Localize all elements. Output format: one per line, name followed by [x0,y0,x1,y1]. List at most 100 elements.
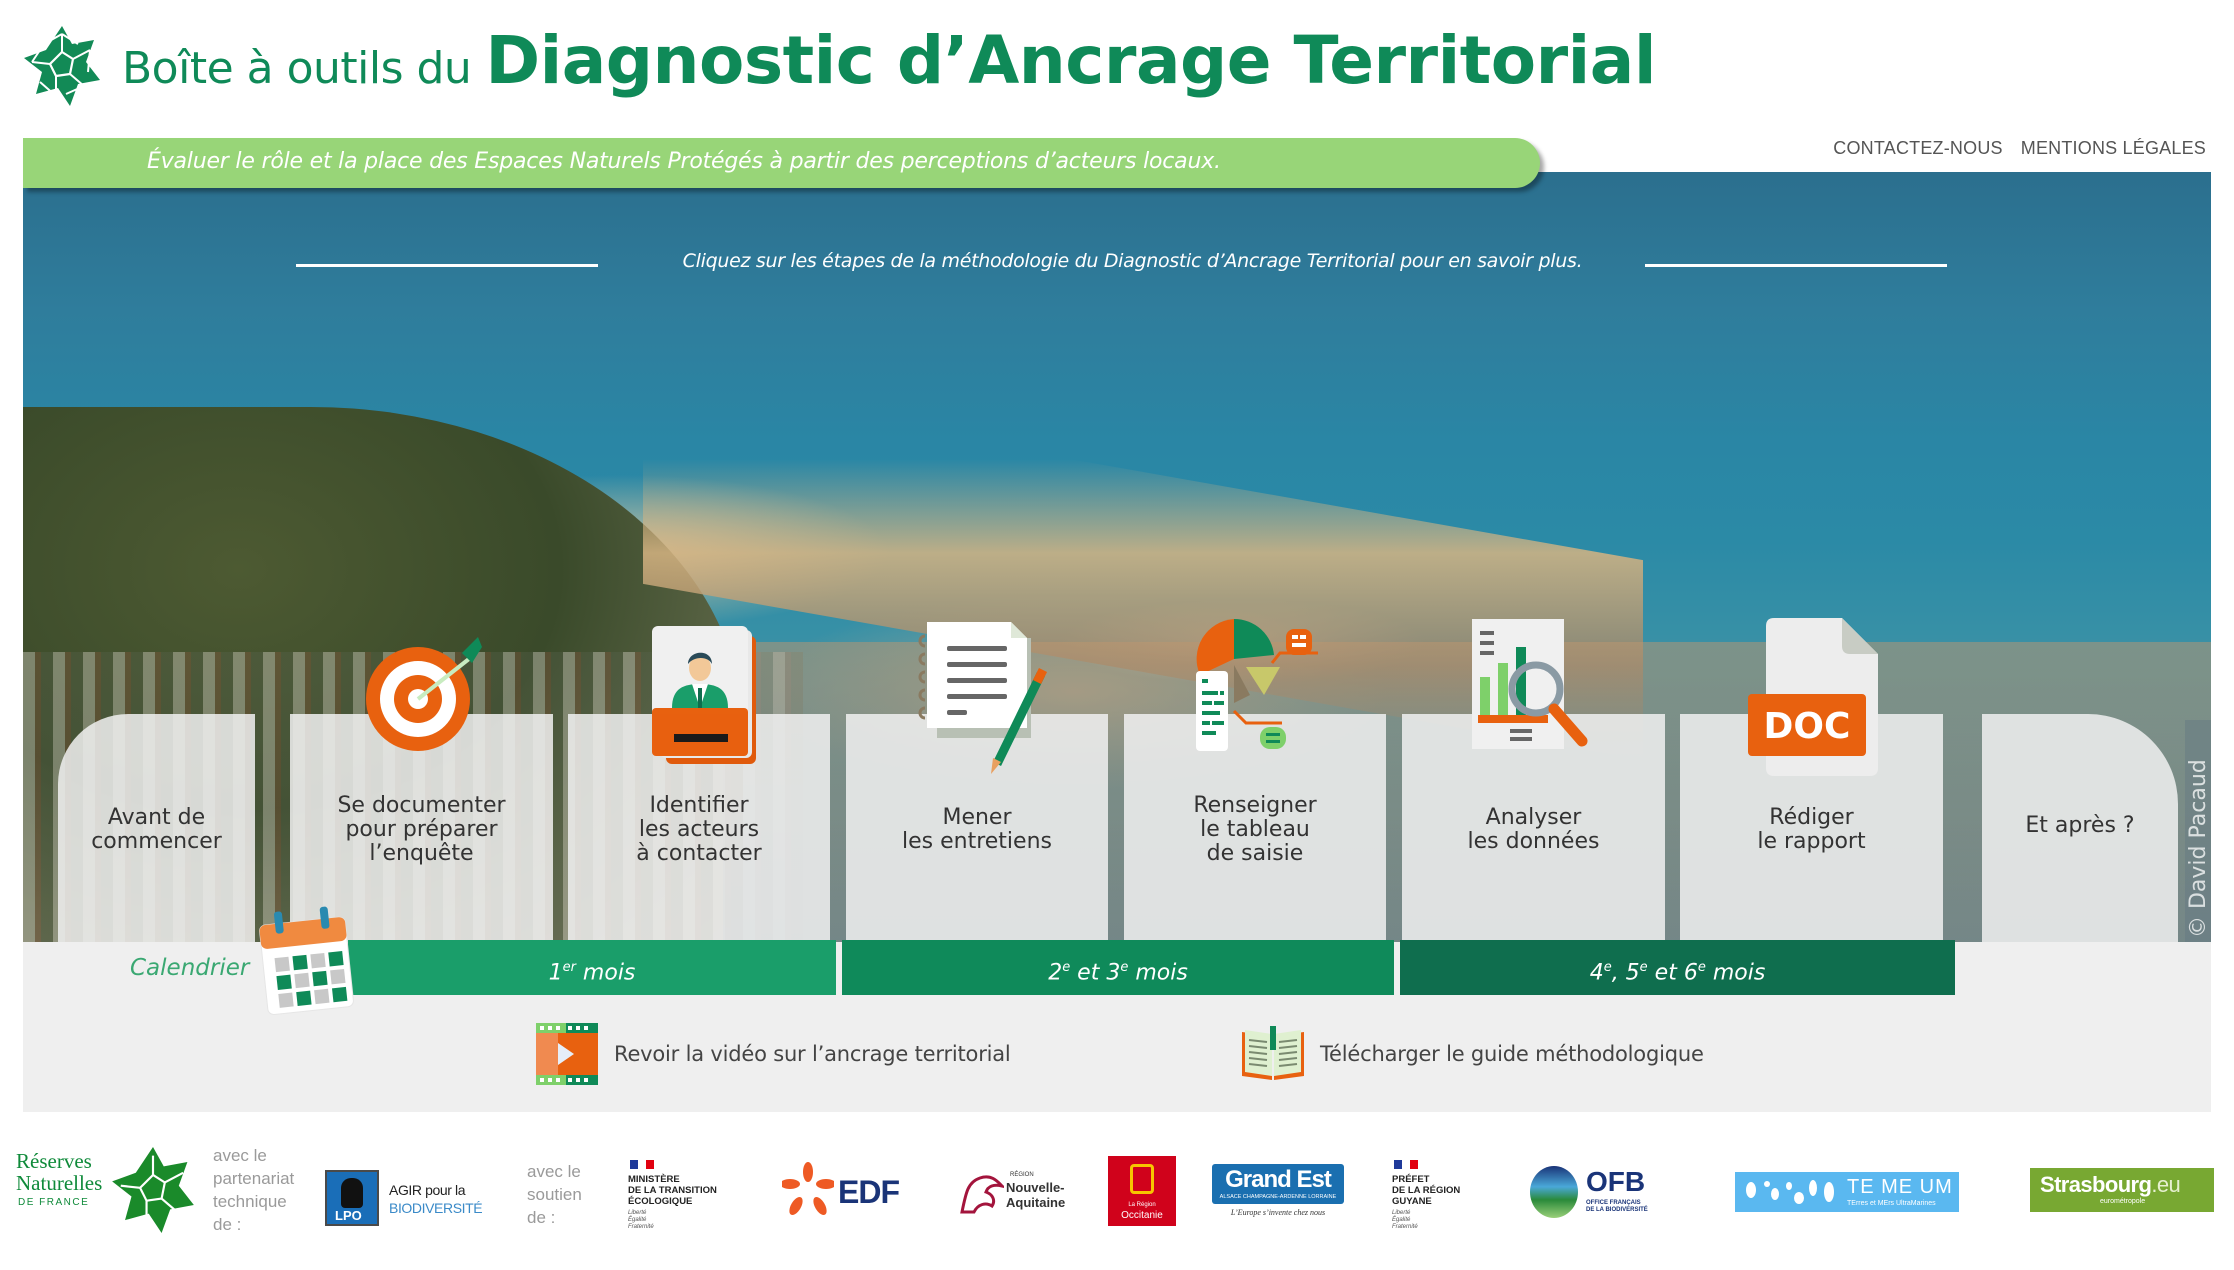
prefet-guyane-logo[interactable]: PRÉFET DE LA RÉGION GUYANE Liberté Égali… [1392,1160,1492,1240]
seg-sup: e [1697,960,1706,975]
na-name: Nouvelle- Aquitaine [1006,1180,1066,1210]
rnf-line3: DE FRANCE [18,1197,90,1208]
support-caption: avec le soutien de : [527,1162,582,1227]
seg-text: mois [1128,960,1188,986]
seg-sup: e [1062,960,1071,975]
step-label: Mener les entretiens [902,805,1052,854]
legal-notice-link[interactable]: MENTIONS LÉGALES [2020,138,2206,158]
seg-text: mois [1705,960,1766,986]
step-card-et-apres[interactable]: Et après ? [1982,714,2178,942]
step-label: Et après ? [2025,813,2135,838]
doc-file-icon[interactable]: DOC [1746,618,1888,778]
rnf-star-icon [112,1147,194,1233]
open-book-icon [1242,1026,1304,1080]
video-film-icon [536,1023,598,1085]
ofb-logo[interactable]: OFB OFFICE FRANÇAIS DE LA BIODIVERSITÉ [1530,1166,1670,1222]
seg-sup: e [1603,960,1612,975]
tagline-text: Évaluer le rôle et la place des Espaces … [147,149,1221,174]
partners-footer: Réserves Naturelles DE FRANCE avec le pa… [0,1112,2234,1270]
rnf-star-logo-icon[interactable] [22,24,102,108]
grand-est-sub: ALSACE CHAMPAGNE-ARDENNE LORRAINE [1219,1194,1337,1200]
watch-video-label: Revoir la vidéo sur l’ancrage territoria… [614,1042,1011,1066]
nouvelle-aquitaine-logo[interactable]: RÉGION Nouvelle- Aquitaine [958,1172,1078,1222]
seg-text: mois [575,960,636,986]
title-prefix: Boîte à outils du [122,43,472,94]
occitanie-logo[interactable]: La Région Occitanie [1108,1156,1176,1226]
islands-icon [1746,1180,1834,1204]
calendar-segment-months-4-6[interactable]: 4e, 5e et 6e mois [1400,940,1955,995]
instruction-divider-right [1645,264,1947,267]
strasbourg-logo[interactable]: Strasbourg.eu eurométropole [2030,1168,2214,1212]
instruction-text: Cliquez sur les étapes de la méthodologi… [682,250,1583,272]
edf-name: EDF [838,1174,900,1210]
notepad-pencil-icon[interactable] [915,618,1055,778]
calendar-label: Calendrier [130,955,250,981]
step-label: Renseigner le tableau de saisie [1193,793,1317,866]
grand-est-motto: L’Europe s’invente chez nous [1230,1208,1326,1217]
photo-credit-strip [2185,720,2211,942]
target-icon[interactable] [362,633,484,751]
step-label: Identifier les acteurs à contacter [636,793,762,866]
seg-text: et 3 [1070,960,1121,986]
na-region: RÉGION [1010,1172,1034,1178]
doc-badge-text: DOC [1764,706,1851,747]
temeum-name: TE ME UM [1847,1176,1953,1198]
step-card-avant-de-commencer[interactable]: Avant de commencer [58,714,255,942]
strasbourg-sub: eurométropole [2100,1198,2146,1205]
grand-est-logo[interactable]: Grand Est ALSACE CHAMPAGNE-ARDENNE LORRA… [1212,1164,1344,1226]
instruction-banner: Cliquez sur les étapes de la méthodologi… [23,250,2211,280]
rnf-line2: Naturelles [16,1171,103,1195]
step-card-mener-entretiens[interactable]: Mener les entretiens [846,714,1108,942]
step-card-identifier-acteurs[interactable]: Identifier les acteurs à contacter [568,714,830,942]
strasbourg-name: Strasbourg.eu [2040,1172,2181,1198]
download-guide-link[interactable]: Télécharger le guide méthodologique [1240,1022,1704,1086]
lpo-logo[interactable]: LPO AGIR pour la BIODIVERSITÉ [325,1170,485,1226]
edf-logo[interactable]: EDF [780,1162,912,1222]
ofb-emblem [1530,1166,1578,1218]
edf-flower-icon [780,1162,836,1216]
step-card-renseigner-tableau[interactable]: Renseigner le tableau de saisie [1124,714,1386,942]
contact-link[interactable]: CONTACTEZ-NOUS [1833,138,2003,158]
seg-text: 1 [548,960,563,986]
temeum-sub: TErres et MErs UltraMarines [1847,1200,1936,1207]
photo-credit: © David Pacaud [2186,738,2211,938]
ministry-ecology-logo[interactable]: MINISTÈRE DE LA TRANSITION ÉCOLOGIQUE Li… [628,1160,748,1240]
seg-sup: e [1639,960,1648,975]
technical-partner-caption: avec le partenariat technique de : [213,1146,295,1234]
ministry-motto: Liberté Égalité Fraternité [628,1210,654,1230]
grand-est-badge: Grand Est ALSACE CHAMPAGNE-ARDENNE LORRA… [1212,1164,1344,1204]
seg-text: 2 [1048,960,1063,986]
step-card-se-documenter[interactable]: Se documenter pour préparer l’enquête [290,714,553,942]
step-label: Analyser les données [1467,805,1600,854]
occitanie-name: Occitanie [1121,1210,1163,1221]
tagline-banner: Évaluer le rôle et la place des Espaces … [23,138,1540,188]
ministry-name: MINISTÈRE DE LA TRANSITION ÉCOLOGIQUE [628,1174,717,1207]
seg-text: 4 [1589,960,1604,986]
data-entry-chart-icon[interactable] [1190,615,1330,755]
photo-credit-text: © David Pacaud [2186,759,2211,938]
grand-est-name: Grand Est [1225,1166,1332,1193]
download-guide-label: Télécharger le guide méthodologique [1320,1042,1704,1066]
strasbourg-suffix: .eu [2151,1172,2181,1197]
instruction-divider-left [296,264,598,267]
watch-video-link[interactable]: Revoir la vidéo sur l’ancrage territoria… [534,1022,1011,1086]
strasbourg-name-text: Strasbourg [2040,1172,2152,1197]
seg-text: , 5 [1611,960,1640,986]
calendar-segment-month-1[interactable]: 1er mois [348,940,836,995]
seg-text: et 6 [1647,960,1698,986]
chart-magnifier-icon[interactable] [1470,617,1610,757]
contact-card-icon[interactable] [648,626,763,766]
rnf-line1: Réserves [16,1149,92,1173]
calendar-segment-months-2-3[interactable]: 2e et 3e mois [842,940,1394,995]
lpo-badge: LPO [325,1170,379,1226]
top-nav: CONTACTEZ-NOUS MENTIONS LÉGALES [1833,138,2206,159]
temeum-logo[interactable]: TE ME UM TErres et MErs UltraMarines [1735,1172,1959,1212]
step-label: Se documenter pour préparer l’enquête [337,793,506,866]
step-card-analyser-donnees[interactable]: Analyser les données [1402,714,1665,942]
lion-icon [960,1175,1007,1214]
step-label: Avant de commencer [91,805,222,854]
prefet-name: PRÉFET DE LA RÉGION GUYANE [1392,1174,1461,1207]
rnf-logo[interactable]: Réserves Naturelles DE FRANCE [14,1142,194,1242]
occitanie-sub: La Région [1128,1202,1156,1208]
